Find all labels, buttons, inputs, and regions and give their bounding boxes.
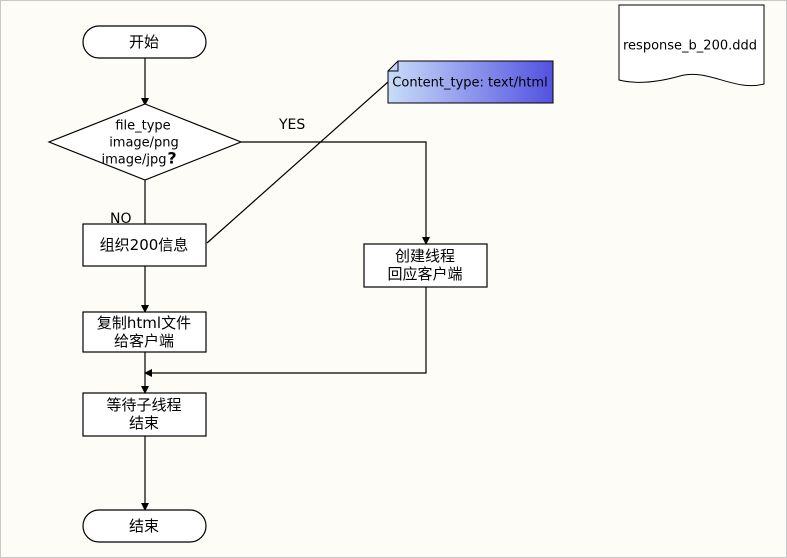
no-label: NO [110, 211, 132, 227]
decision-diamond [47, 103, 243, 181]
note-fold [388, 61, 399, 72]
wait-thread-line-2: 结束 [129, 414, 159, 432]
decision-line-3: image/jpg [102, 153, 167, 168]
edge-thread-merge [144, 287, 427, 377]
end-label: 结束 [129, 517, 159, 535]
edge-decision-yes [241, 141, 430, 245]
copy-html-line-1: 复制html文件 [97, 314, 191, 332]
decision-line-2: image/png [109, 136, 179, 151]
organize-200-box [82, 223, 207, 267]
end-terminator [82, 509, 207, 543]
organize-200-label: 组织200信息 [100, 236, 189, 254]
wait-thread-line-1: 等待子线程 [106, 396, 181, 414]
decision-question-mark: ? [167, 149, 176, 168]
create-thread-box [363, 243, 488, 288]
note-connector [206, 81, 389, 244]
content-type-note-label: Content_type: text/html [392, 76, 547, 91]
yes-label: YES [278, 117, 305, 133]
create-thread-line-2: 回应客户端 [387, 265, 462, 283]
start-terminator [82, 25, 207, 59]
document-shape [618, 4, 765, 87]
wait-thread-box [82, 392, 207, 437]
copy-html-box [82, 311, 207, 353]
document-label: response_b_200.ddd [623, 39, 757, 54]
create-thread-line-1: 创建线程 [395, 247, 455, 265]
content-type-note [387, 60, 554, 104]
copy-html-line-2: 给客户端 [114, 332, 174, 350]
decision-line-1: file_type [115, 119, 170, 134]
start-label: 开始 [129, 33, 159, 51]
